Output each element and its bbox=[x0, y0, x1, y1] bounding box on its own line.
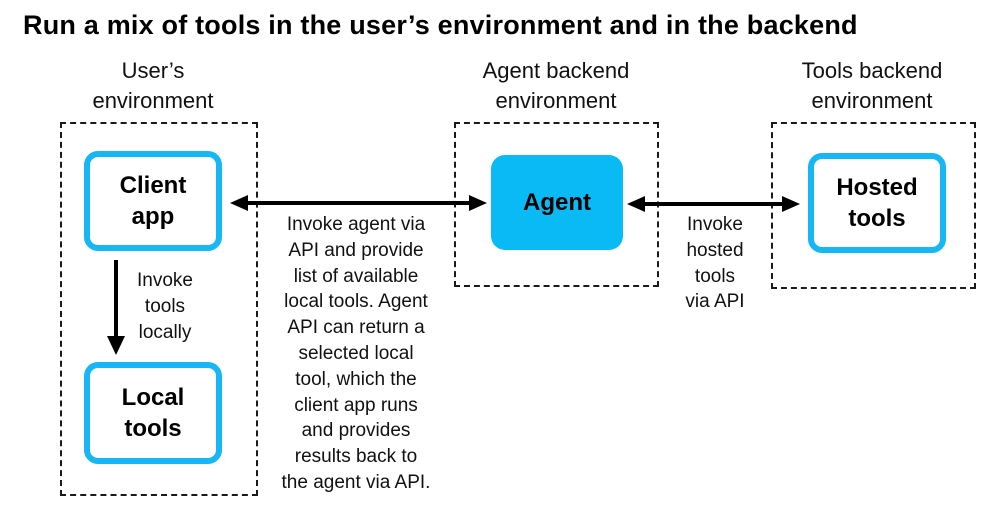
arrowhead-local-tools bbox=[107, 336, 125, 355]
tools-backend-environment-label: Tools backend environment bbox=[762, 56, 982, 116]
user-env-label-line1: User’s bbox=[121, 58, 185, 83]
client-app-node: Client app bbox=[84, 151, 222, 251]
tools-env-label-line2: environment bbox=[811, 88, 933, 113]
invoke-tools-locally-note: Invoke tools locally bbox=[137, 270, 193, 343]
user-env-label-line2: environment bbox=[92, 88, 214, 113]
arrowhead-agent-left-side bbox=[469, 195, 487, 211]
arrowhead-agent-right-side bbox=[627, 196, 645, 212]
invoke-hosted-tools-note: Invoke hosted tools via API bbox=[685, 214, 745, 313]
local-tools-node: Local tools bbox=[84, 362, 222, 464]
tools-env-label-line1: Tools backend bbox=[801, 58, 943, 83]
agent-env-label-line2: environment bbox=[495, 88, 617, 113]
arrowhead-client-side bbox=[230, 195, 248, 211]
invoke-agent-note: Invoke agent via API and provide list of… bbox=[281, 214, 431, 493]
user-environment-zone bbox=[60, 122, 258, 496]
agent-env-label-line1: Agent backend bbox=[482, 58, 630, 83]
page-title: Run a mix of tools in the user’s environ… bbox=[23, 10, 858, 40]
arrowhead-hosted-side bbox=[782, 196, 800, 212]
agent-backend-environment-label: Agent backend environment bbox=[446, 56, 666, 116]
user-environment-label: User’s environment bbox=[58, 56, 248, 116]
hosted-tools-node: Hosted tools bbox=[808, 153, 946, 253]
agent-node: Agent bbox=[491, 155, 623, 250]
